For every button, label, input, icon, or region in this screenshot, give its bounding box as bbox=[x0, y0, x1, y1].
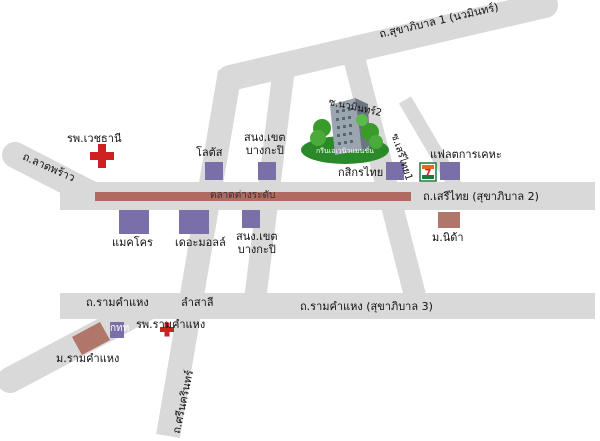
building-lotus bbox=[205, 162, 223, 180]
label-district-top: สนง.เขต บางกะปิ bbox=[244, 131, 286, 157]
label-flat: แฟลตการเคหะ bbox=[430, 148, 502, 161]
building-makro bbox=[119, 210, 149, 234]
label-makro: แมคโคร bbox=[112, 236, 153, 249]
label-ram-university: ม.รามคำแหง bbox=[56, 352, 120, 365]
mansion-logo bbox=[301, 98, 389, 164]
label-hospital: รพ.เวชธานี bbox=[67, 132, 122, 145]
landmark-ram-university bbox=[72, 322, 110, 355]
label-ramkhamhaeng-road: ถ.รามคำแหง (สุขาภิบาล 3) bbox=[300, 300, 433, 313]
landmark-m-nida bbox=[438, 212, 460, 228]
label-kasikorn: กสิกรไทย bbox=[338, 166, 384, 179]
svg-text:7: 7 bbox=[425, 168, 432, 179]
road-srinakarin bbox=[156, 69, 242, 439]
expressway-bar bbox=[95, 192, 411, 201]
hospital-small-cross-icon bbox=[160, 322, 174, 337]
label-the-mall: เดอะมอลล์ bbox=[175, 236, 226, 249]
hospital-cross-icon bbox=[90, 144, 114, 168]
seven-eleven-icon: 7 bbox=[419, 162, 437, 182]
label-district-bottom: สนง.เขต บางกะปิ bbox=[236, 230, 278, 256]
label-mansion-logo: กรีนเอเวนิวแมนชั่น bbox=[316, 147, 374, 155]
label-ramkhamhaeng-left: ถ.รามคำแหง bbox=[86, 296, 149, 309]
label-ktb: กทท bbox=[110, 323, 130, 334]
building-the-mall bbox=[179, 210, 209, 234]
label-m-nida: ม.นิด้า bbox=[432, 231, 464, 244]
label-talad: ตลาดต่างระดับ bbox=[210, 190, 276, 201]
building-district-bottom bbox=[242, 210, 260, 228]
building-ktb bbox=[110, 322, 124, 338]
building-district-top bbox=[258, 162, 276, 180]
buildings bbox=[110, 162, 460, 338]
label-seri-thai-road: ถ.เสรีไทย (สุขาภิบาล 2) bbox=[423, 190, 539, 203]
road-right-diagonal bbox=[341, 47, 431, 318]
building-kasikorn bbox=[386, 162, 404, 180]
label-lotus: โลตัส bbox=[196, 146, 223, 159]
label-lamsali: ลำสาลี bbox=[181, 296, 214, 309]
label-ram-hospital: รพ.รามคำแหง bbox=[136, 318, 206, 331]
building-flat bbox=[440, 162, 460, 180]
